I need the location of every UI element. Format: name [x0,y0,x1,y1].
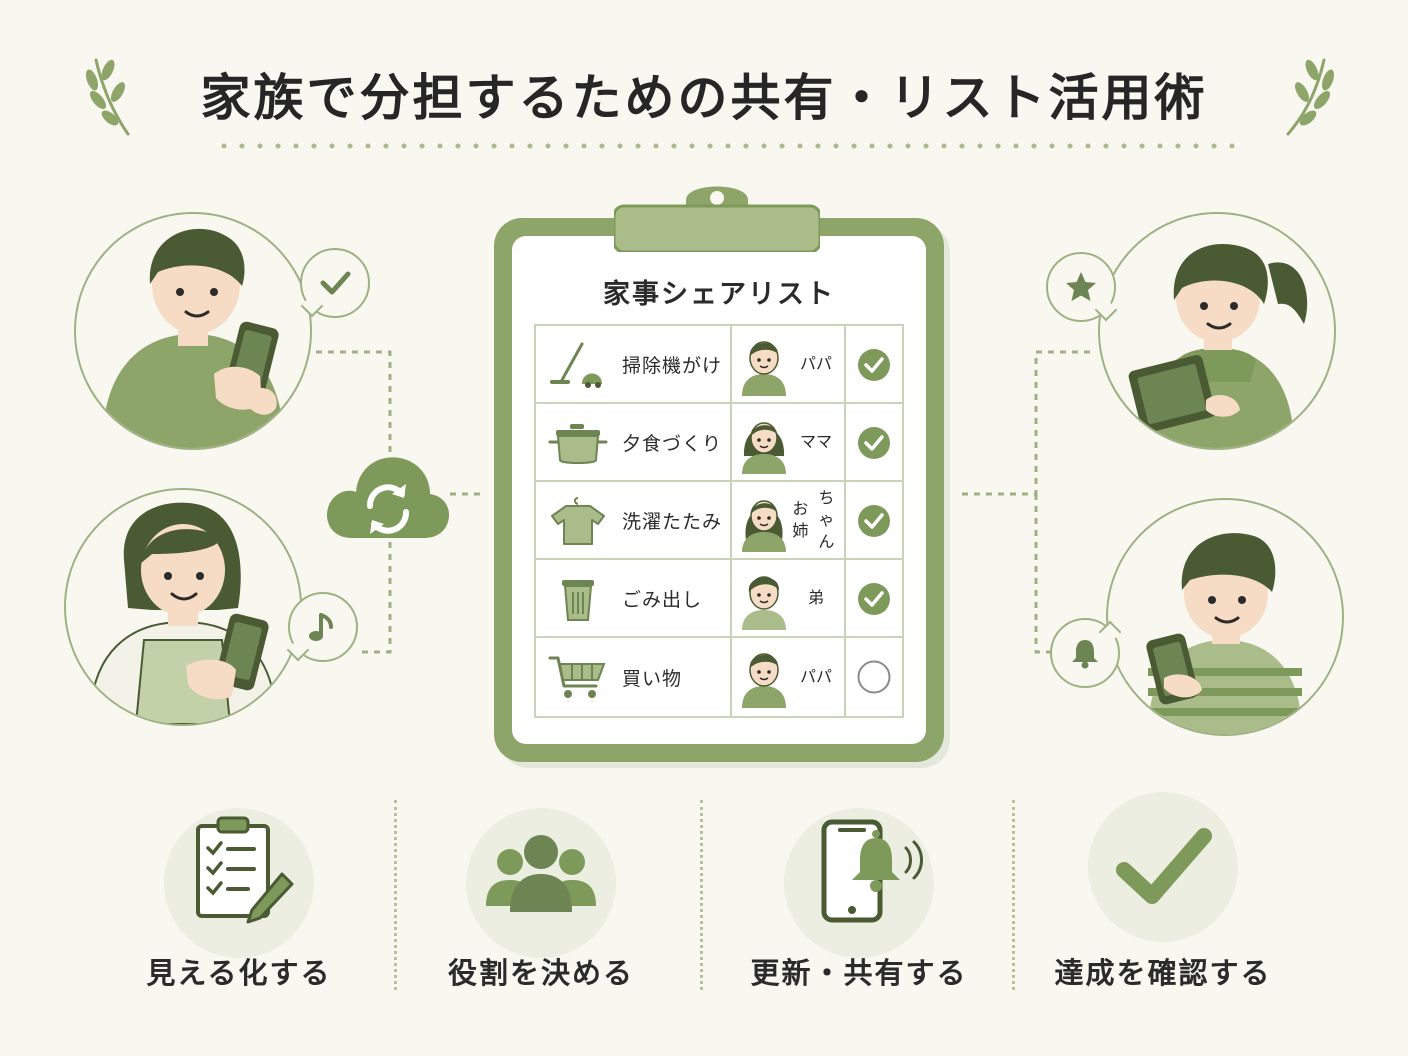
feature-confirm [1088,792,1238,942]
task-label: 買い物 [622,667,683,690]
divider [1012,800,1015,990]
task-label: ごみ出し [622,588,703,611]
table-row: 掃除機がけ パパ [536,326,902,404]
chore-table: 掃除機がけ パパ [534,324,904,718]
trash-can-icon [562,580,594,621]
father-face-icon [742,653,786,708]
assignee-label: 弟 [807,588,824,607]
done-check-icon[interactable] [857,582,891,616]
done-check-icon[interactable] [857,426,891,460]
done-cell[interactable] [846,326,902,402]
leaf-sprig-icon [1286,58,1335,136]
task-cell: 買い物 [536,638,732,716]
task-cell: 掃除機がけ [536,326,732,402]
task-cell: 夕食づくり [536,404,732,480]
avatar-father [74,212,312,450]
pot-icon [548,424,608,464]
clipboard-paper [512,236,926,744]
bell-icon [1072,640,1098,669]
divider [700,800,703,990]
assignee-cell: お姉ちゃん [732,482,846,558]
feature-update-share [784,808,934,958]
task-cell: ごみ出し [536,560,732,636]
done-cell[interactable] [846,560,902,636]
task-label: 掃除機がけ [622,354,723,377]
assignee-label: ママ [799,432,832,451]
mother-face-icon [742,422,786,474]
father-face-icon [742,341,786,396]
page-title: 家族で分担するための共有・リスト活用術 [200,69,1208,127]
done-cell[interactable] [846,404,902,480]
table-row: 夕食づくり ママ [536,404,902,482]
check-icon [320,271,351,295]
feature-label: 達成を確認する [1054,956,1272,990]
divider [394,800,397,990]
music-note-icon [309,613,333,641]
task-label: 夕食づくり [622,432,723,455]
assignee-cell: パパ [732,638,846,716]
clipboard-clip [614,186,820,252]
star-icon [1066,272,1096,301]
big-check-icon [1116,828,1212,904]
feature-roles [466,808,616,958]
shirt-icon [551,497,605,545]
done-check-icon[interactable] [857,504,891,538]
assignee-label: パパ [799,354,832,373]
vacuum-icon [550,342,602,388]
cloud-sync-icon [327,457,450,538]
avatar-brother [1106,498,1344,736]
assignee-label-line: お姉 [792,499,809,540]
done-cell[interactable] [846,638,902,716]
list-title: 家事シェアリスト [603,279,835,310]
table-row: 買い物 パパ [536,638,902,716]
avatar-mother [64,488,302,726]
assignee-cell: 弟 [732,560,846,636]
feature-label: 役割を決める [447,956,634,990]
group-icon [486,835,596,912]
clipboard-checklist-icon [196,816,294,924]
feature-label: 更新・共有する [750,956,968,990]
task-cell: 洗濯たたみ [536,482,732,558]
assignee-label: お姉ちゃん [790,482,842,558]
empty-check-circle-icon[interactable] [857,660,891,694]
assignee-cell: パパ [732,326,846,402]
done-cell[interactable] [846,482,902,558]
assignee-cell: ママ [732,404,846,480]
avatar-sister [1098,212,1336,450]
shopping-cart-icon [548,656,606,698]
speech-bubble [288,592,358,662]
leaf-sprig-icon [85,58,130,136]
done-check-icon[interactable] [857,348,891,382]
assignee-label-line: ちゃん [818,488,835,551]
feature-visualize [164,808,314,958]
table-row: 洗濯たたみ お姉ちゃん [536,482,902,560]
assignee-label: パパ [799,667,832,686]
brother-face-icon [742,576,786,630]
phone-bell-icon [821,819,923,923]
task-label: 洗濯たたみ [622,510,723,533]
feature-label: 見える化する [146,956,332,990]
sister-face-icon [742,500,786,552]
table-row: ごみ出し 弟 [536,560,902,638]
